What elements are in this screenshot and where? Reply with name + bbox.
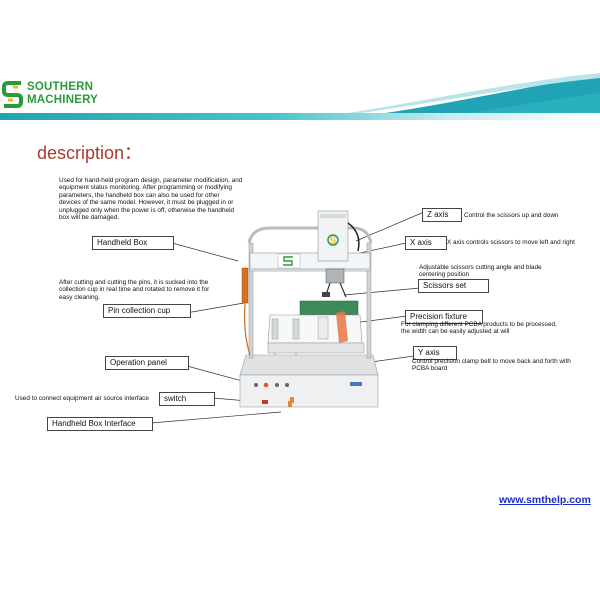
logo-line-2: MACHINERY — [27, 94, 99, 106]
air-source-note: Used to connect equipment air source int… — [15, 395, 149, 402]
x-axis-note: X axis controls scissors to move left an… — [447, 239, 575, 246]
company-logo: SOUTHERN MACHINERY — [2, 77, 192, 113]
label-operation-panel: Operation panel — [105, 356, 189, 370]
label-handheld-box: Handheld Box — [92, 236, 174, 250]
machine-illustration — [150, 210, 425, 424]
label-scissors-set: Scissors set — [418, 279, 489, 293]
label-handheld-box-interface: Handheld Box Interface — [47, 417, 153, 431]
label-z-axis: Z axis — [422, 208, 462, 222]
scissors-note: Adjustable scissors cutting angle and bl… — [419, 264, 542, 279]
label-pin-collection-cup: Pin collection cup — [103, 304, 191, 318]
label-x-axis: X axis — [405, 236, 447, 250]
label-precision-fixture: Precision fixture — [405, 310, 483, 324]
z-axis-note: Control the scissors up and down — [464, 212, 559, 219]
logo-mark-icon — [2, 81, 23, 108]
handheld-note: Used for hand-held program design, param… — [59, 177, 243, 222]
pin-cup-note: After cutting and cutting the pins, it i… — [59, 279, 210, 301]
label-y-axis: Y axis — [413, 346, 457, 360]
page-title: description： — [37, 143, 143, 163]
website-link[interactable]: www.smthelp.com — [499, 494, 591, 506]
y-axis-note: Control precision clamp belt to move bac… — [412, 358, 571, 373]
label-switch: switch — [159, 392, 215, 406]
logo-line-1: SOUTHERN — [27, 81, 94, 93]
slide: SOUTHERN MACHINERY description： — [0, 73, 600, 528]
fixture-note: For clamping different PCBA products to … — [401, 321, 557, 336]
header-band — [0, 113, 600, 120]
